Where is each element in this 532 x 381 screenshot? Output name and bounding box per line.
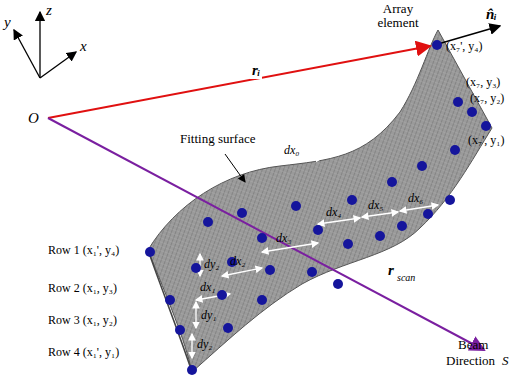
label: dx₄ [326, 206, 342, 219]
label: x [80, 38, 87, 55]
label: (x₇, y₃) [466, 76, 500, 89]
label: Row 4 (x₁', y₁) [48, 346, 119, 359]
dimension-arrows [192, 158, 438, 358]
label: r [388, 262, 394, 279]
label: Row 2 (x₁, y₃) [48, 282, 117, 295]
label: S [502, 354, 509, 368]
label: Row 3 (x₁, y₂) [48, 314, 117, 327]
label: (x₇', y₁) [468, 134, 505, 147]
label: dx₀ [284, 144, 300, 157]
label: dx₅ [368, 199, 384, 212]
label: z [46, 2, 52, 19]
position-vector [48, 46, 430, 118]
label: (x₇', y₄) [446, 40, 483, 53]
label: dx₂ [230, 255, 246, 268]
label: Array element [366, 2, 430, 31]
label: Fitting surface [180, 132, 255, 146]
scan-vector [48, 118, 484, 350]
label: (x₇, y₂) [470, 92, 504, 105]
label: dy₂ [204, 258, 220, 271]
label: dx₆ [408, 192, 424, 205]
label: rᵢ [250, 62, 262, 79]
axes [14, 12, 76, 78]
label: O [28, 110, 39, 127]
fitting-surface [148, 30, 492, 372]
label: dx₁ [200, 281, 216, 294]
label: dy₂ [197, 338, 213, 351]
label: Direction [446, 354, 495, 368]
label: scan [397, 272, 415, 283]
leader-line [225, 154, 245, 182]
array-elements [145, 40, 491, 375]
label: dy₁ [201, 309, 217, 322]
label: dx₃ [276, 232, 292, 245]
label: n̂ᵢ [486, 6, 497, 23]
label: Row 1 (x₁', y₄) [48, 244, 119, 257]
label: Beam [458, 338, 488, 352]
label: y [4, 14, 11, 31]
